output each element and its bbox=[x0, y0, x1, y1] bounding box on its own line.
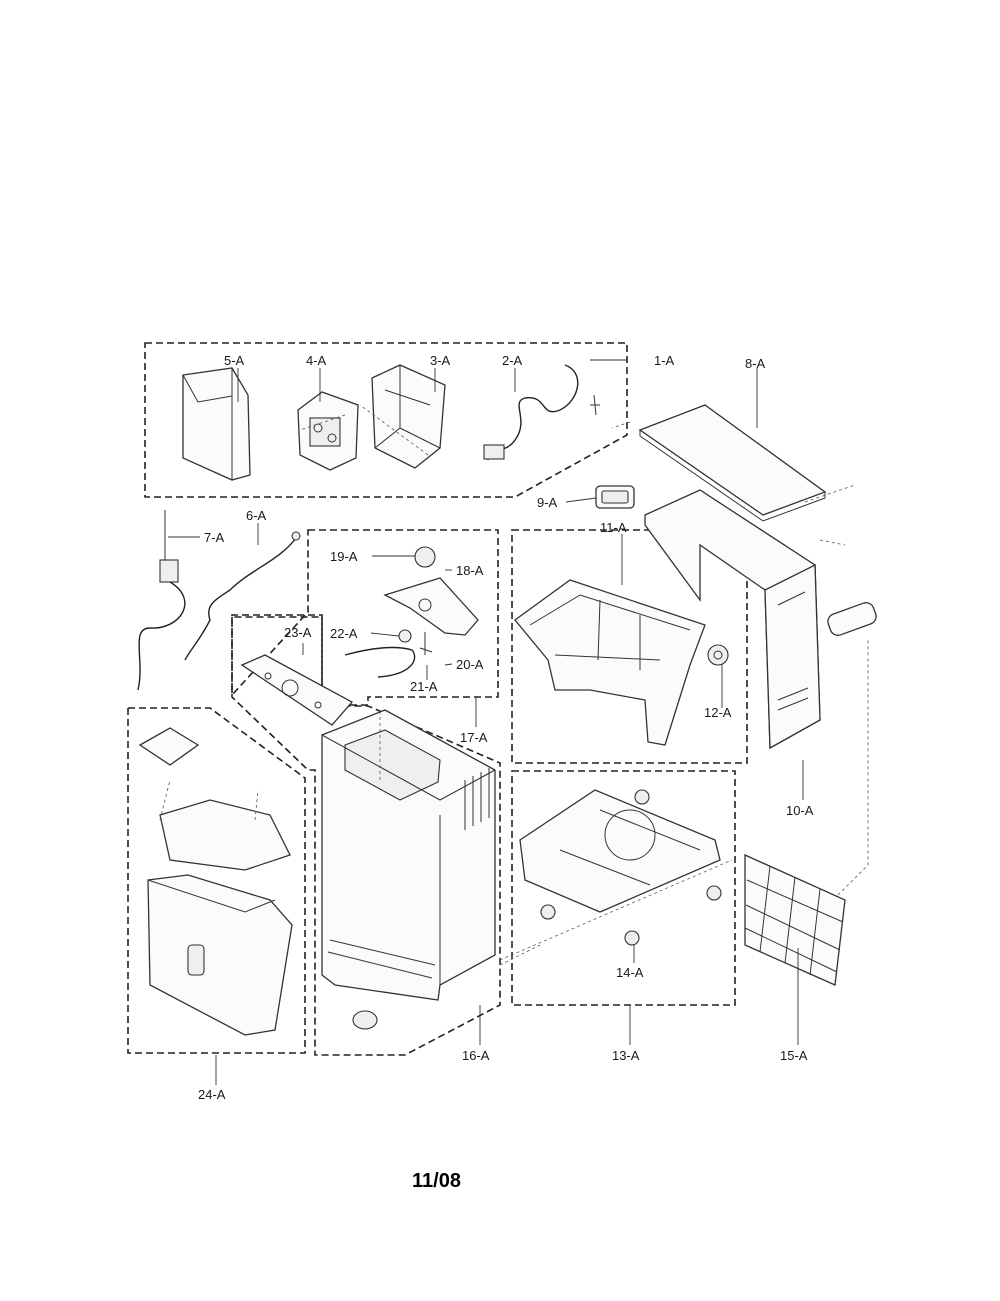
part-19-knob bbox=[414, 546, 436, 568]
label-16-a: 16-A bbox=[462, 1048, 490, 1063]
part-5-cover bbox=[182, 367, 251, 481]
label-23-a: 23-A bbox=[284, 625, 312, 640]
part-labels: 5-A 4-A 3-A 2-A 1-A 8-A 9-A 7-A 6-A 11-A… bbox=[198, 353, 814, 1102]
part-23-control-panel bbox=[240, 654, 354, 726]
group-1-boundary bbox=[144, 342, 628, 498]
part-7-sensor bbox=[137, 510, 186, 691]
part-side-grille bbox=[827, 602, 877, 636]
leader-lines bbox=[168, 359, 804, 1085]
group-24-boundary bbox=[127, 707, 306, 1054]
label-14-a: 14-A bbox=[616, 965, 644, 980]
part-13-base bbox=[519, 789, 721, 913]
label-18-a: 18-A bbox=[456, 563, 484, 578]
part-4-control-box bbox=[297, 391, 359, 471]
group-16-boundary bbox=[231, 616, 501, 1056]
part-9-grille bbox=[595, 485, 635, 509]
group-13-boundary bbox=[511, 770, 736, 1006]
part-22-switch bbox=[344, 629, 433, 678]
part-15-filter bbox=[744, 853, 846, 986]
label-2-a: 2-A bbox=[502, 353, 523, 368]
label-1-a: 1-A bbox=[654, 353, 675, 368]
label-9-a: 9-A bbox=[537, 495, 558, 510]
label-5-a: 5-A bbox=[224, 353, 245, 368]
label-24-a: 24-A bbox=[198, 1087, 226, 1102]
part-14-casters bbox=[540, 789, 722, 946]
label-12-a: 12-A bbox=[704, 705, 732, 720]
part-10-back-housing bbox=[644, 489, 821, 750]
part-12-motor bbox=[707, 644, 729, 666]
part-3-bracket bbox=[371, 364, 446, 469]
label-6-a: 6-A bbox=[246, 508, 267, 523]
label-17-a: 17-A bbox=[460, 730, 488, 745]
label-21-a: 21-A bbox=[410, 679, 438, 694]
label-10-a: 10-A bbox=[786, 803, 814, 818]
label-3-a: 3-A bbox=[430, 353, 451, 368]
label-7-a: 7-A bbox=[204, 530, 225, 545]
part-17-switch-plate bbox=[383, 577, 479, 636]
label-20-a: 20-A bbox=[456, 657, 484, 672]
part-6-thermistor bbox=[184, 531, 301, 661]
part-16-front-housing bbox=[321, 709, 496, 1030]
label-22-a: 22-A bbox=[330, 626, 358, 641]
part-11-tray-assembly bbox=[514, 579, 706, 746]
label-19-a: 19-A bbox=[330, 549, 358, 564]
explode-lines bbox=[159, 404, 869, 966]
label-8-a: 8-A bbox=[745, 356, 766, 371]
part-2-wire-harness bbox=[483, 364, 600, 461]
part-8-top-panel bbox=[638, 404, 827, 522]
label-11-a: 11-A bbox=[600, 520, 627, 535]
part-24-bucket bbox=[138, 727, 293, 1036]
footer-code: 11/08 bbox=[412, 1170, 461, 1192]
label-15-a: 15-A bbox=[780, 1048, 808, 1063]
label-13-a: 13-A bbox=[612, 1048, 640, 1063]
label-4-a: 4-A bbox=[306, 353, 327, 368]
